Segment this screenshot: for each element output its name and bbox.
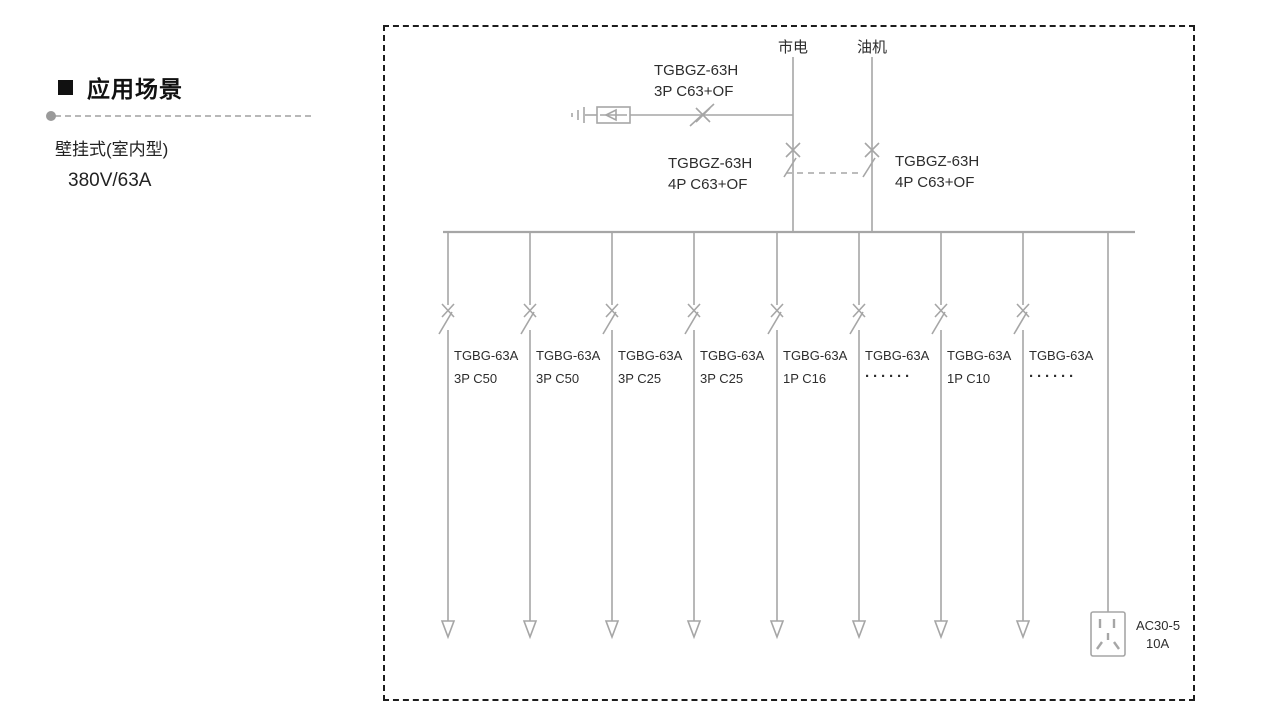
socket-rating: 10A (1146, 636, 1170, 651)
socket-icon (1090, 611, 1126, 657)
feeder-model: TGBG-63A (947, 348, 1012, 363)
feeder-spec: 1P C16 (783, 371, 827, 386)
generator-source-label: 油机 (857, 39, 888, 56)
rating-label: 380V/63A (68, 170, 152, 191)
incomer-right-label: TGBGZ-63H 4P C63+OF (895, 151, 979, 193)
feeder-spec: 3P C50 (454, 371, 498, 386)
ground-icon (571, 107, 597, 123)
spd-breaker-spec: 3P C63+OF (654, 83, 734, 100)
feeder-spec: ······ (865, 368, 913, 385)
feeder-branch-7 (931, 231, 948, 638)
feeder-spec: 1P C10 (947, 371, 991, 386)
feeder-spec: 3P C25 (700, 371, 744, 386)
feeder-spec: 3P C25 (618, 371, 662, 386)
feeder-label-7: TGBG-63A 1P C10 (947, 345, 1011, 390)
feeder-model: TGBG-63A (865, 348, 930, 363)
feeder-label-1: TGBG-63A 3P C50 (454, 345, 518, 390)
feeder-branch-6 (849, 231, 866, 638)
incomer-right-model: TGBGZ-63H (895, 153, 980, 170)
incomer-breaker-icon-left (783, 142, 801, 178)
feeder-branch-1 (438, 231, 455, 638)
feeder-label-8: TGBG-63A ······ (1029, 345, 1093, 386)
feeder-spec: 3P C50 (536, 371, 580, 386)
incomer-breaker-icon-right (862, 142, 880, 178)
spd-breaker-model: TGBGZ-63H (654, 62, 739, 79)
page-title: 应用场景 (87, 76, 183, 102)
divider-dot-icon (46, 111, 56, 121)
section-heading: 应用场景 (58, 70, 183, 104)
incomer-left-label: TGBGZ-63H 4P C63+OF (668, 153, 752, 195)
feeder-branch-8 (1013, 231, 1030, 638)
diagram-border (383, 25, 1195, 701)
feeder-label-2: TGBG-63A 3P C50 (536, 345, 600, 390)
feeder-branch-5 (767, 231, 784, 638)
socket-model: AC30-5 (1136, 618, 1181, 633)
feeder-branch-4 (684, 231, 701, 638)
feeder-label-5: TGBG-63A 1P C16 (783, 345, 847, 390)
feeder-branch-2 (520, 231, 537, 638)
feeder-model: TGBG-63A (1029, 348, 1094, 363)
feeder-branch-3 (602, 231, 619, 638)
feeder-label-6: TGBG-63A ······ (865, 345, 929, 386)
spd-breaker-label: TGBGZ-63H 3P C63+OF (654, 60, 738, 102)
mount-type-label: 壁挂式(室内型) (55, 140, 169, 159)
feeder-spec: ······ (1029, 368, 1077, 385)
feeder-model: TGBG-63A (536, 348, 601, 363)
feeder-model: TGBG-63A (783, 348, 848, 363)
feeder-label-3: TGBG-63A 3P C25 (618, 345, 682, 390)
socket-label: AC30-5 10A (1136, 617, 1180, 653)
spd-breaker-icon (689, 103, 715, 127)
section-bullet-icon (58, 79, 73, 95)
incomer-right-spec: 4P C63+OF (895, 174, 975, 191)
dashed-divider (46, 111, 311, 121)
mains-source-label: 市电 (778, 39, 809, 56)
feeder-model: TGBG-63A (454, 348, 519, 363)
incomer-left-spec: 4P C63+OF (668, 176, 748, 193)
incomer-left-model: TGBGZ-63H (668, 155, 753, 172)
feeder-model: TGBG-63A (700, 348, 765, 363)
feeder-model: TGBG-63A (618, 348, 683, 363)
spd-icon (596, 106, 631, 124)
feeder-label-4: TGBG-63A 3P C25 (700, 345, 764, 390)
